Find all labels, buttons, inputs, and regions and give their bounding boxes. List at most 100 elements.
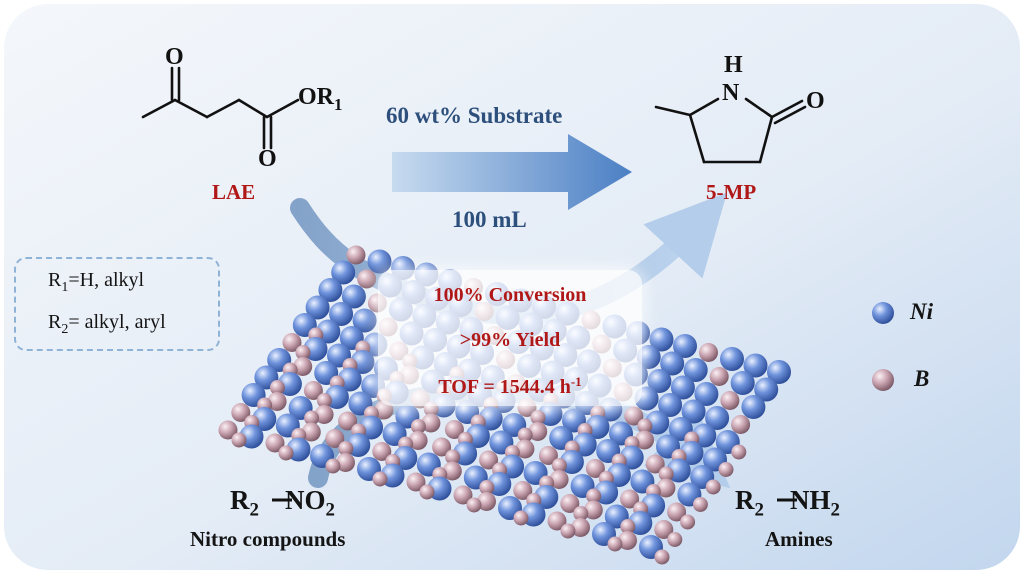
ni-atom — [741, 395, 766, 419]
b-atom — [231, 403, 251, 422]
b-atom — [551, 458, 567, 473]
b-atom — [692, 497, 708, 512]
b-atom — [654, 549, 670, 565]
amine-caption: Amines — [765, 527, 833, 551]
b-atom — [218, 420, 238, 440]
b-atom — [513, 510, 529, 526]
b-atom — [325, 429, 345, 448]
b-atom — [585, 459, 605, 478]
ni-atom — [331, 260, 356, 285]
b-atom — [680, 514, 696, 530]
b-atom — [267, 392, 287, 411]
b-atom — [432, 437, 452, 457]
b-atom — [513, 481, 533, 500]
b-atom — [445, 449, 461, 465]
nitro-caption: Nitro compounds — [190, 527, 346, 551]
b-atom — [282, 333, 302, 352]
ni-atom — [367, 249, 392, 274]
b-atom — [466, 497, 482, 513]
b-atom — [295, 345, 311, 360]
b-atom — [303, 381, 323, 400]
b-atom — [645, 454, 665, 474]
b-atom — [346, 245, 366, 265]
b-atom — [410, 419, 426, 434]
r2-definition: R2= alkyl, aryl — [48, 311, 166, 337]
ni-atom — [767, 360, 791, 384]
b-atom — [293, 357, 313, 376]
b-atom — [528, 422, 548, 441]
ni-atom — [673, 334, 697, 358]
b-atom — [586, 488, 602, 504]
b-atom — [338, 411, 358, 431]
ni-atom — [341, 284, 366, 309]
b-atom — [547, 511, 567, 531]
b-atom — [372, 442, 392, 461]
yield-text: >99% Yield — [459, 329, 561, 351]
b-atom — [718, 462, 734, 477]
b-atom — [709, 367, 729, 386]
ni-atom — [730, 371, 755, 395]
ni-atom — [318, 278, 343, 302]
ni-legend-label: Ni — [910, 299, 933, 324]
ni-atom — [352, 308, 377, 333]
reaction-arrow — [392, 134, 632, 210]
mp-hydrogen: H — [724, 52, 743, 78]
lae-ketone-oxygen: O — [165, 44, 184, 70]
mp-label: 5-MP — [706, 180, 757, 204]
b-atom — [731, 415, 751, 434]
b-atom — [667, 502, 687, 522]
mp-nitrogen: N — [722, 80, 740, 106]
r1-definition: R1=H, alkyl — [48, 269, 145, 295]
b-atom — [607, 536, 623, 552]
ni-atom — [705, 406, 730, 430]
arrow-bottom-condition: 100 mL — [452, 207, 527, 232]
ni-atom — [305, 295, 330, 320]
ni-atom — [720, 347, 744, 371]
b-atom — [658, 466, 674, 482]
b-atom — [573, 506, 589, 521]
b-atom — [699, 343, 718, 362]
b-atom — [477, 492, 496, 511]
b-atom — [304, 410, 320, 426]
b-atom — [479, 450, 499, 470]
b-atom — [656, 478, 676, 498]
b-atom — [419, 484, 435, 500]
b-atom — [269, 380, 285, 395]
ni-atom — [649, 327, 674, 352]
substituent-definition-box: R1=H, alkyl R2= alkyl, aryl — [14, 257, 220, 351]
b-atom — [338, 441, 354, 456]
b-atom — [571, 518, 590, 537]
b-atom — [530, 410, 546, 425]
b-atom — [583, 500, 603, 520]
b-atom — [314, 405, 334, 424]
b-atom — [635, 430, 654, 450]
b-legend-sphere — [872, 369, 894, 391]
ni-atom — [694, 382, 719, 406]
b-atom — [560, 494, 580, 513]
b-atom — [357, 269, 377, 289]
ni-atom — [683, 358, 708, 382]
b-legend-label: B — [914, 366, 930, 391]
ni-legend-sphere — [872, 302, 894, 324]
arrow-top-condition: 60 wt% Substrate — [386, 103, 563, 128]
b-atom — [265, 433, 285, 453]
ni-atom — [660, 351, 685, 376]
b-atom — [453, 485, 473, 505]
conversion-text: 100% Conversion — [433, 284, 587, 306]
b-atom — [549, 470, 569, 489]
b-atom — [372, 471, 388, 487]
b-atom — [301, 422, 321, 442]
b-atom — [515, 439, 535, 459]
b-atom — [705, 479, 721, 495]
ni-atom — [636, 345, 661, 369]
ni-atom — [647, 369, 672, 393]
b-atom — [720, 391, 740, 410]
ni-atom — [658, 393, 683, 417]
ni-atom — [681, 399, 706, 424]
b-atom — [637, 418, 653, 434]
b-atom — [538, 446, 558, 465]
performance-panel: 100% Conversion >99% Yield TOF = 1544.4 … — [378, 270, 642, 406]
b-atom — [444, 420, 464, 439]
lae-or1-group: OR1 — [298, 84, 343, 114]
